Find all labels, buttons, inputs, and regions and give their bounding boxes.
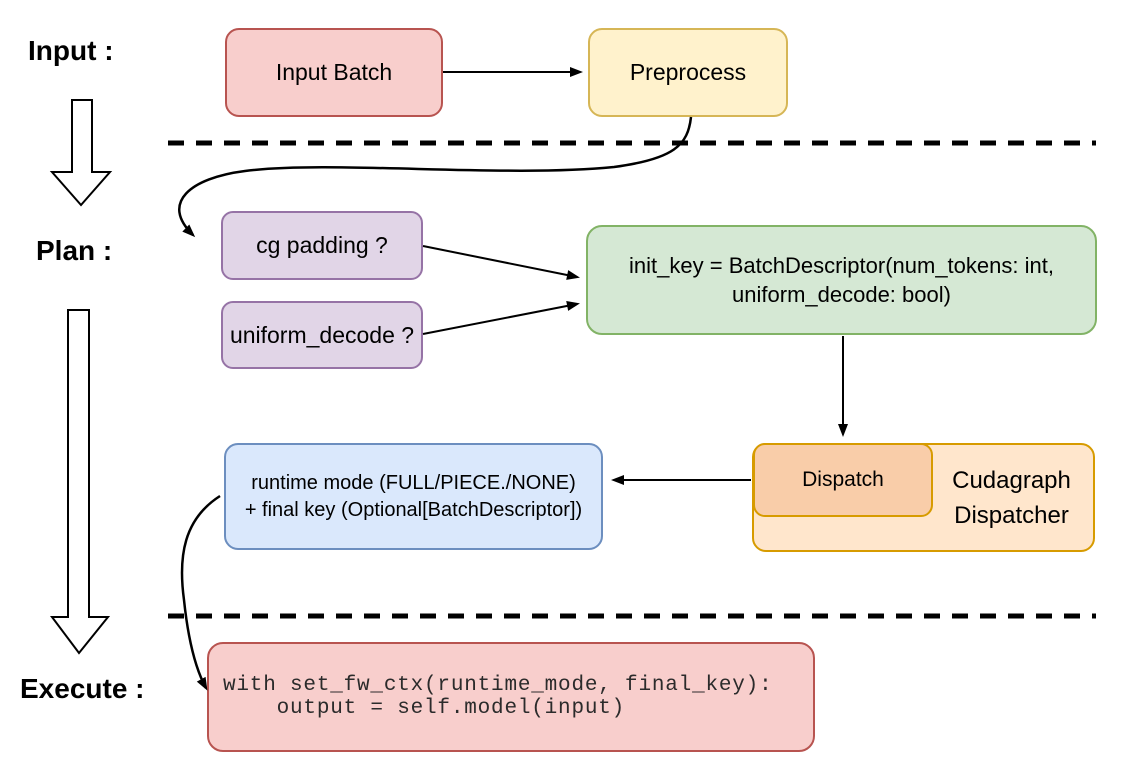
execute-code-node: with set_fw_ctx(runtime_mode, final_key)… (207, 642, 815, 752)
arrow-cgpadding-to-initkey (422, 245, 580, 280)
dispatch-node: Dispatch (753, 443, 933, 517)
cg-padding-node: cg padding ? (221, 211, 423, 280)
uniform-decode-node: uniform_decode ? (221, 301, 423, 369)
cudagraph-dispatcher-label: Cudagraph Dispatcher (930, 463, 1093, 533)
stage-label-input: Input : (28, 35, 114, 66)
plan-to-execute-arrow (50, 309, 111, 655)
init-key-line2: uniform_decode: bool) (732, 282, 951, 307)
arrow-uniformdecode-to-initkey (422, 301, 580, 335)
input-to-plan-arrow (49, 99, 113, 207)
preprocess-label: Preprocess (629, 59, 747, 86)
execute-code-line2: output = self.model(input) (223, 697, 626, 720)
cudagraph-dispatcher-line1: Cudagraph (952, 466, 1071, 494)
runtime-mode-line2: + final key (Optional[BatchDescriptor]) (244, 498, 583, 521)
input-batch-label: Input Batch (275, 59, 393, 86)
dispatch-label: Dispatch (802, 468, 884, 492)
preprocess-node: Preprocess (588, 28, 788, 117)
init-key-line1: init_key = BatchDescriptor(num_tokens: i… (629, 252, 1054, 278)
execute-code-line1: with set_fw_ctx(runtime_mode, final_key)… (223, 674, 773, 697)
uniform-decode-label: uniform_decode ? (229, 321, 415, 348)
runtime-mode-line1: runtime mode (FULL/PIECE./NONE) (251, 471, 576, 494)
runtime-mode-node: runtime mode (FULL/PIECE./NONE) + final … (224, 443, 603, 550)
cg-padding-label: cg padding ? (256, 232, 388, 259)
cudagraph-dispatcher-line2: Dispatcher (954, 501, 1069, 529)
init-key-node: init_key = BatchDescriptor(num_tokens: i… (586, 225, 1097, 335)
input-batch-node: Input Batch (225, 28, 443, 117)
stage-label-execute: Execute : (20, 673, 145, 704)
stage-label-plan: Plan : (36, 235, 113, 266)
